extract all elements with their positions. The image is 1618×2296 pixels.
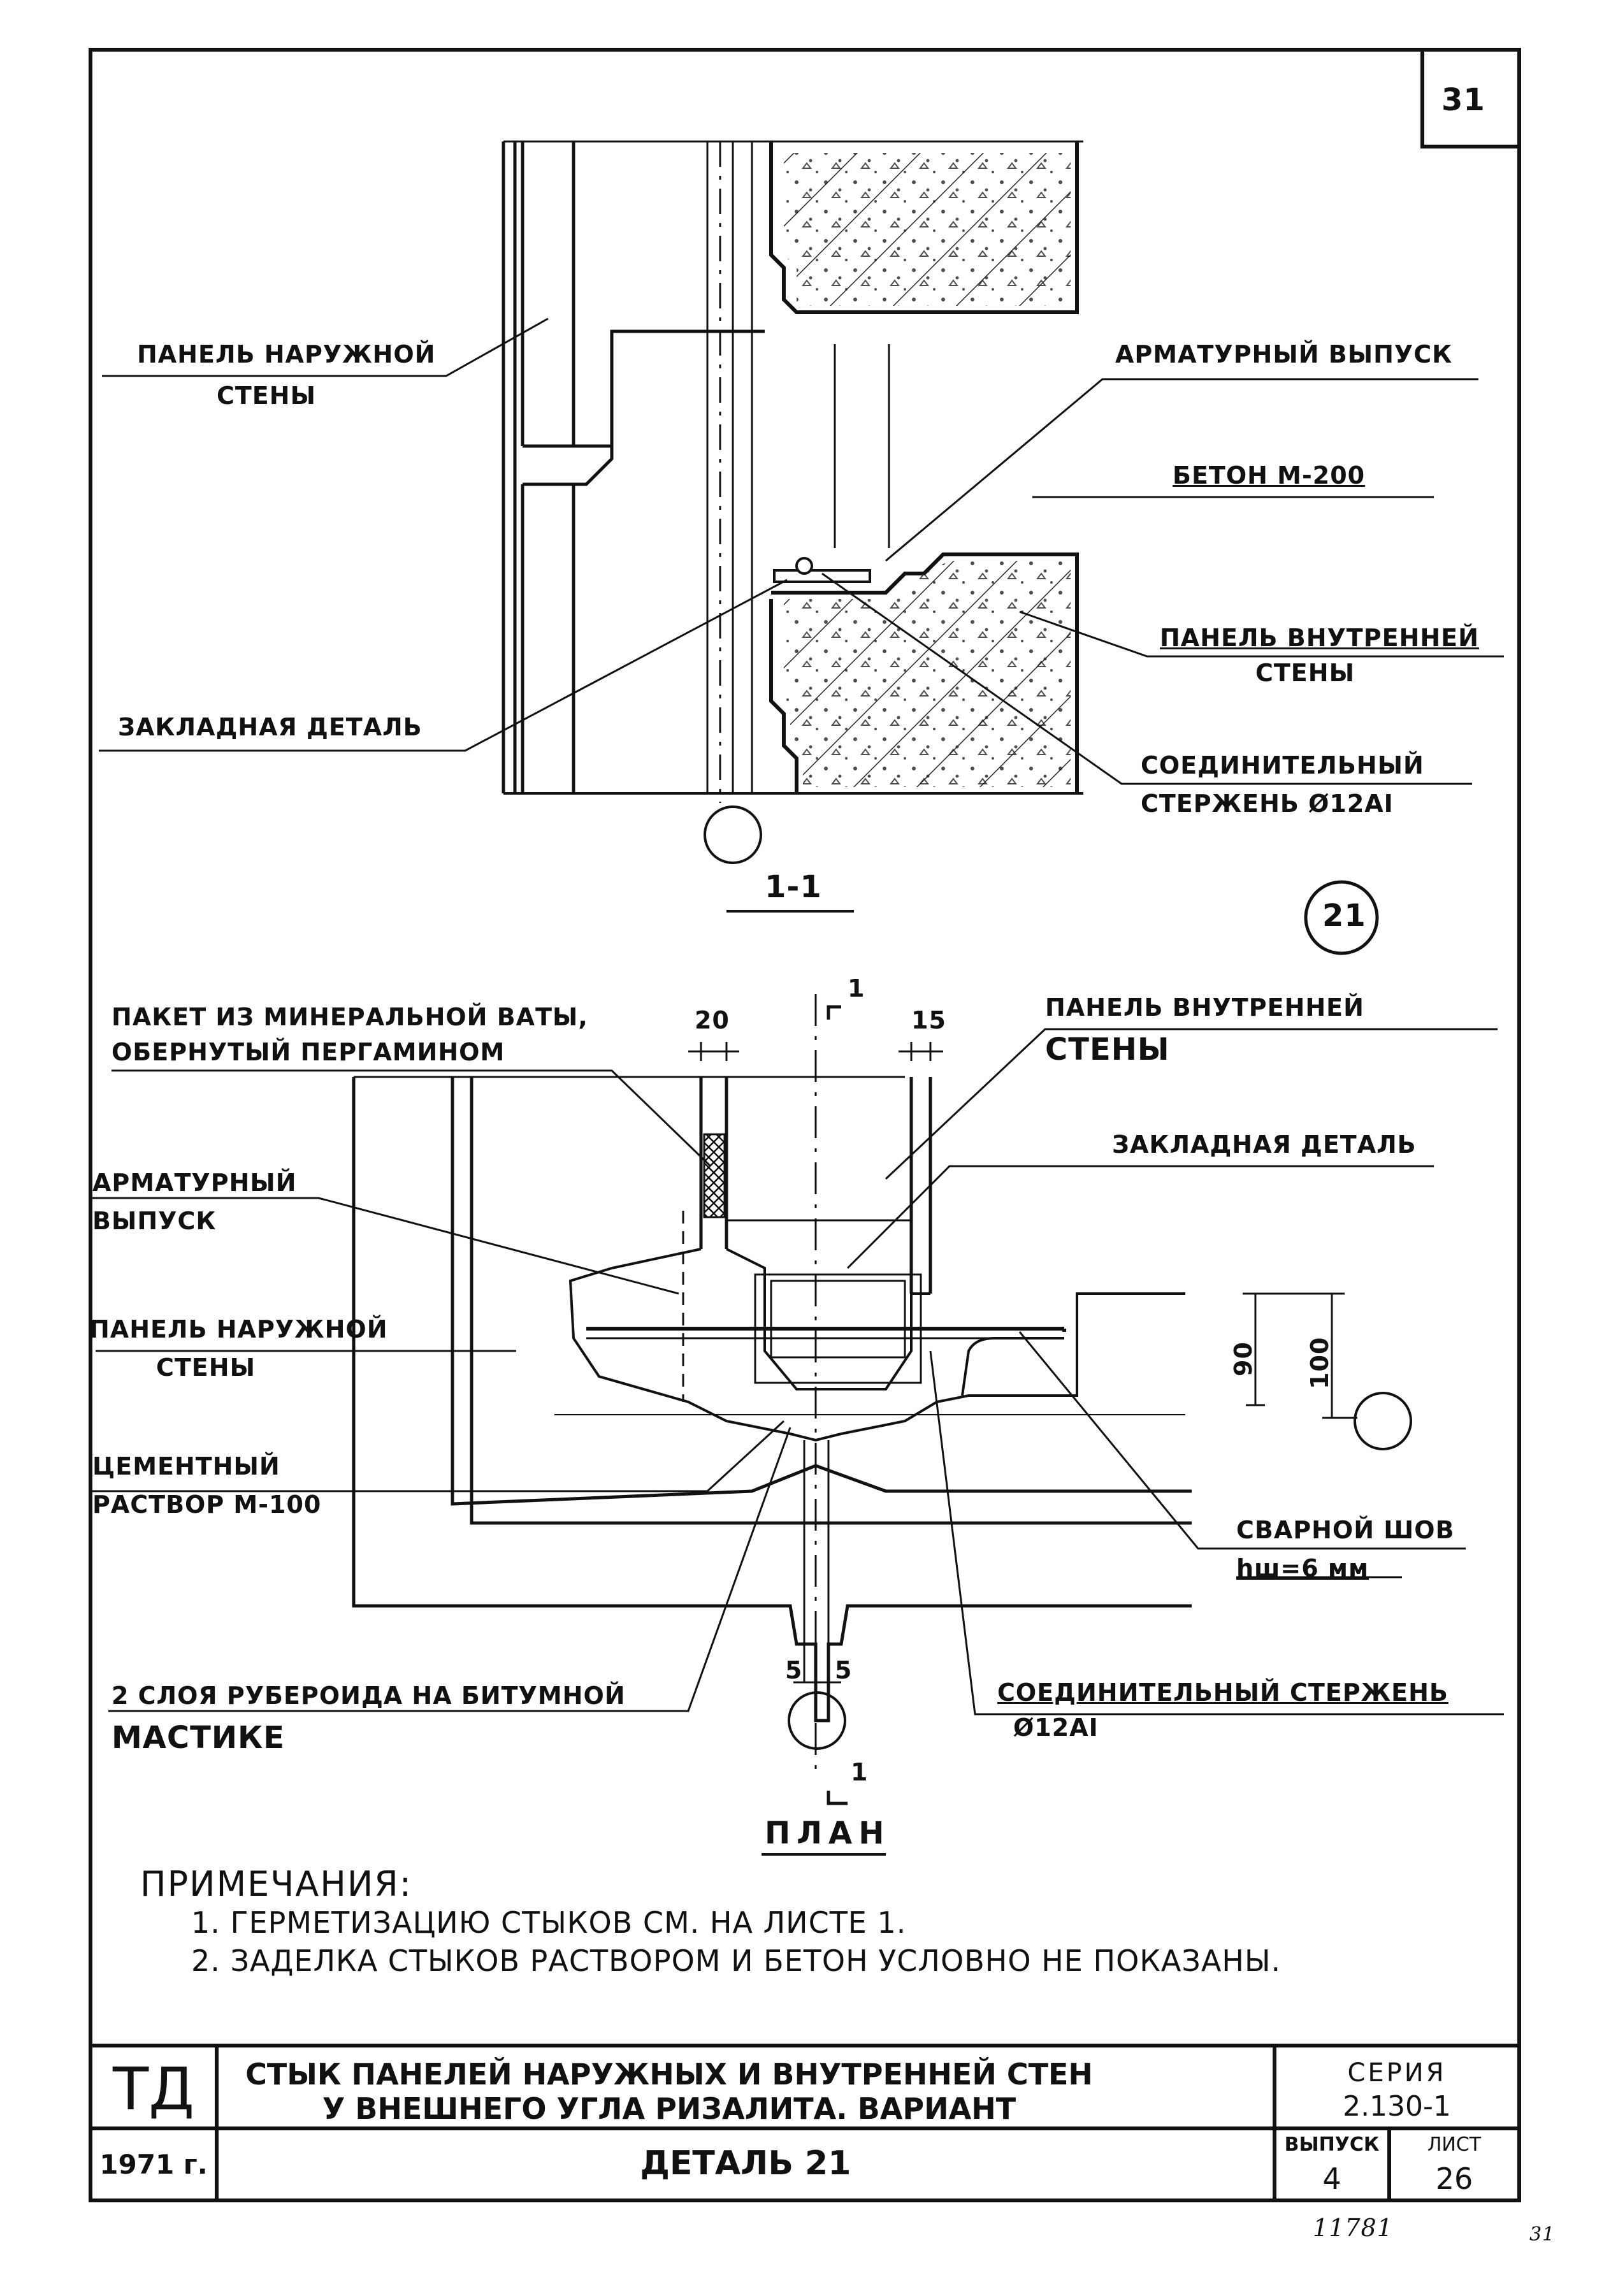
section-concrete-label: БЕТОН М-200 (1173, 461, 1366, 489)
plan-mortar-label-line1: ЦЕМЕНТНЫЙ (92, 1452, 280, 1480)
plan-mortar-label-line2: РАСТВОР М-100 (92, 1491, 322, 1519)
footer-corner-number: 31 (1529, 2223, 1556, 2246)
dim-5-left: 5 (785, 1656, 803, 1684)
title-block-title-line2: У ВНЕШНЕГО УГЛА РИЗАЛИТА. ВАРИАНТ (322, 2091, 1016, 2126)
plan-weld-label-line1: СВАРНОЙ ШОВ (1236, 1516, 1455, 1544)
sheet-border (89, 48, 1521, 2202)
inner-panel-dots-top (784, 153, 1071, 306)
plan-rebar-label-line1: АРМАТУРНЫЙ (92, 1169, 297, 1197)
section-rod-label-line2: СТЕРЖЕНЬ Ø12АI (1141, 790, 1394, 818)
detail-circle-label: 21 (1322, 898, 1366, 934)
detail-circle (1304, 880, 1379, 955)
dim-20: 20 (695, 1006, 730, 1034)
title-block-year: 1971 г. (99, 2149, 208, 2180)
title-block-title-line1: СТЫК ПАНЕЛЕЙ НАРУЖНЫХ И ВНУТРЕННЕЙ СТЕН (245, 2057, 1093, 2091)
plan-title: ПЛАН (765, 1816, 891, 1851)
plan-drawing (352, 994, 1412, 1772)
section-embedded-part-label: ЗАКЛАДНАЯ ДЕТАЛЬ (118, 713, 423, 741)
section-inner-panel-label-line1: ПАНЕЛЬ ВНУТРЕННЕЙ (1160, 624, 1479, 652)
notes-block: ПРИМЕЧАНИЯ: 1. ГЕРМЕТИЗАЦИЮ СТЫКОВ СМ. Н… (140, 1864, 1281, 1981)
plan-rebar-label-line2: ВЫПУСК (92, 1207, 217, 1235)
footer-handwritten-number: 11781 (1313, 2214, 1393, 2242)
title-block-code: ТД (112, 2055, 195, 2123)
title-block-grid (90, 2044, 1519, 2200)
cut-mark-top: 1 (848, 974, 865, 1002)
note-item-2: 2. ЗАДЕЛКА СТЫКОВ РАСТВОРОМ И БЕТОН УСЛО… (191, 1943, 1282, 1978)
section-rod-label-line1: СОЕДИНИТЕЛЬНЫЙ (1141, 751, 1424, 779)
section-1-1-drawing (502, 140, 1083, 864)
dim-5-right: 5 (835, 1656, 853, 1684)
inner-panel-dots-bottom (784, 561, 1071, 787)
cut-mark-bottom: 1 (851, 1758, 869, 1786)
plan-roofing-label-line1: 2 СЛОЯ РУБЕРОИДА НА БИТУМНОЙ (112, 1682, 626, 1710)
plan-wool-label-line2: ОБЕРНУТЫЙ ПЕРГАМИНОМ (112, 1038, 505, 1066)
sheet-number-box (1420, 48, 1521, 148)
plan-inner-panel-label-line1: ПАНЕЛЬ ВНУТРЕННЕЙ (1045, 993, 1364, 1022)
plan-embedded-part-label: ЗАКЛАДНАЯ ДЕТАЛЬ (1112, 1130, 1417, 1159)
plan-inner-panel-label-line2: СТЕНЫ (1045, 1032, 1170, 1067)
plan-outer-panel-label-line2: СТЕНЫ (156, 1354, 256, 1382)
dim-15: 15 (911, 1006, 946, 1034)
note-item-1: 1. ГЕРМЕТИЗАЦИЮ СТЫКОВ СМ. НА ЛИСТЕ 1. (191, 1905, 907, 1940)
section-rebar-outlet-label: АРМАТУРНЫЙ ВЫПУСК (1115, 340, 1453, 368)
section-title: 1-1 (765, 869, 822, 905)
section-inner-panel-label-line2: СТЕНЫ (1255, 659, 1355, 687)
title-block-sheet-label: ЛИСТ (1427, 2134, 1482, 2156)
plan-dimensions (688, 1005, 1357, 1805)
notes-heading: ПРИМЕЧАНИЯ: (140, 1864, 412, 1904)
section-leaders (99, 317, 1504, 785)
title-block-issue-value: 4 (1322, 2162, 1341, 2196)
mineral-wool-pack (703, 1133, 726, 1218)
section-outer-panel-label-line1: ПАНЕЛЬ НАРУЖНОЙ (137, 340, 436, 368)
title-block-sheet-value: 26 (1435, 2162, 1473, 2196)
plan-rod-label-line2: Ø12АI (1013, 1714, 1099, 1742)
plan-weld-label-line2: hш=6 мм (1236, 1554, 1369, 1582)
title-block-series-label: СЕРИЯ (1347, 2058, 1447, 2088)
plan-outer-panel-label-line1: ПАНЕЛЬ НАРУЖНОЙ (89, 1315, 388, 1343)
title-block-series-value: 2.130-1 (1343, 2090, 1451, 2123)
plan-wool-label-line1: ПАКЕТ ИЗ МИНЕРАЛЬНОЙ ВАТЫ, (112, 1003, 588, 1031)
plan-roofing-label-line2: МАСТИКЕ (112, 1720, 285, 1756)
plan-leaders (89, 1028, 1504, 1715)
plan-rod-label-line1: СОЕДИНИТЕЛЬНЫЙ СТЕРЖЕНЬ (997, 1679, 1448, 1707)
dim-90: 90 (1229, 1341, 1257, 1376)
sheet-number: 31 (1441, 82, 1485, 118)
title-block-issue-label: ВЫПУСК (1284, 2134, 1380, 2156)
title-block-detail: ДЕТАЛЬ 21 (640, 2144, 851, 2183)
dim-100: 100 (1306, 1336, 1334, 1389)
section-outer-panel-label-line2: СТЕНЫ (217, 382, 316, 410)
